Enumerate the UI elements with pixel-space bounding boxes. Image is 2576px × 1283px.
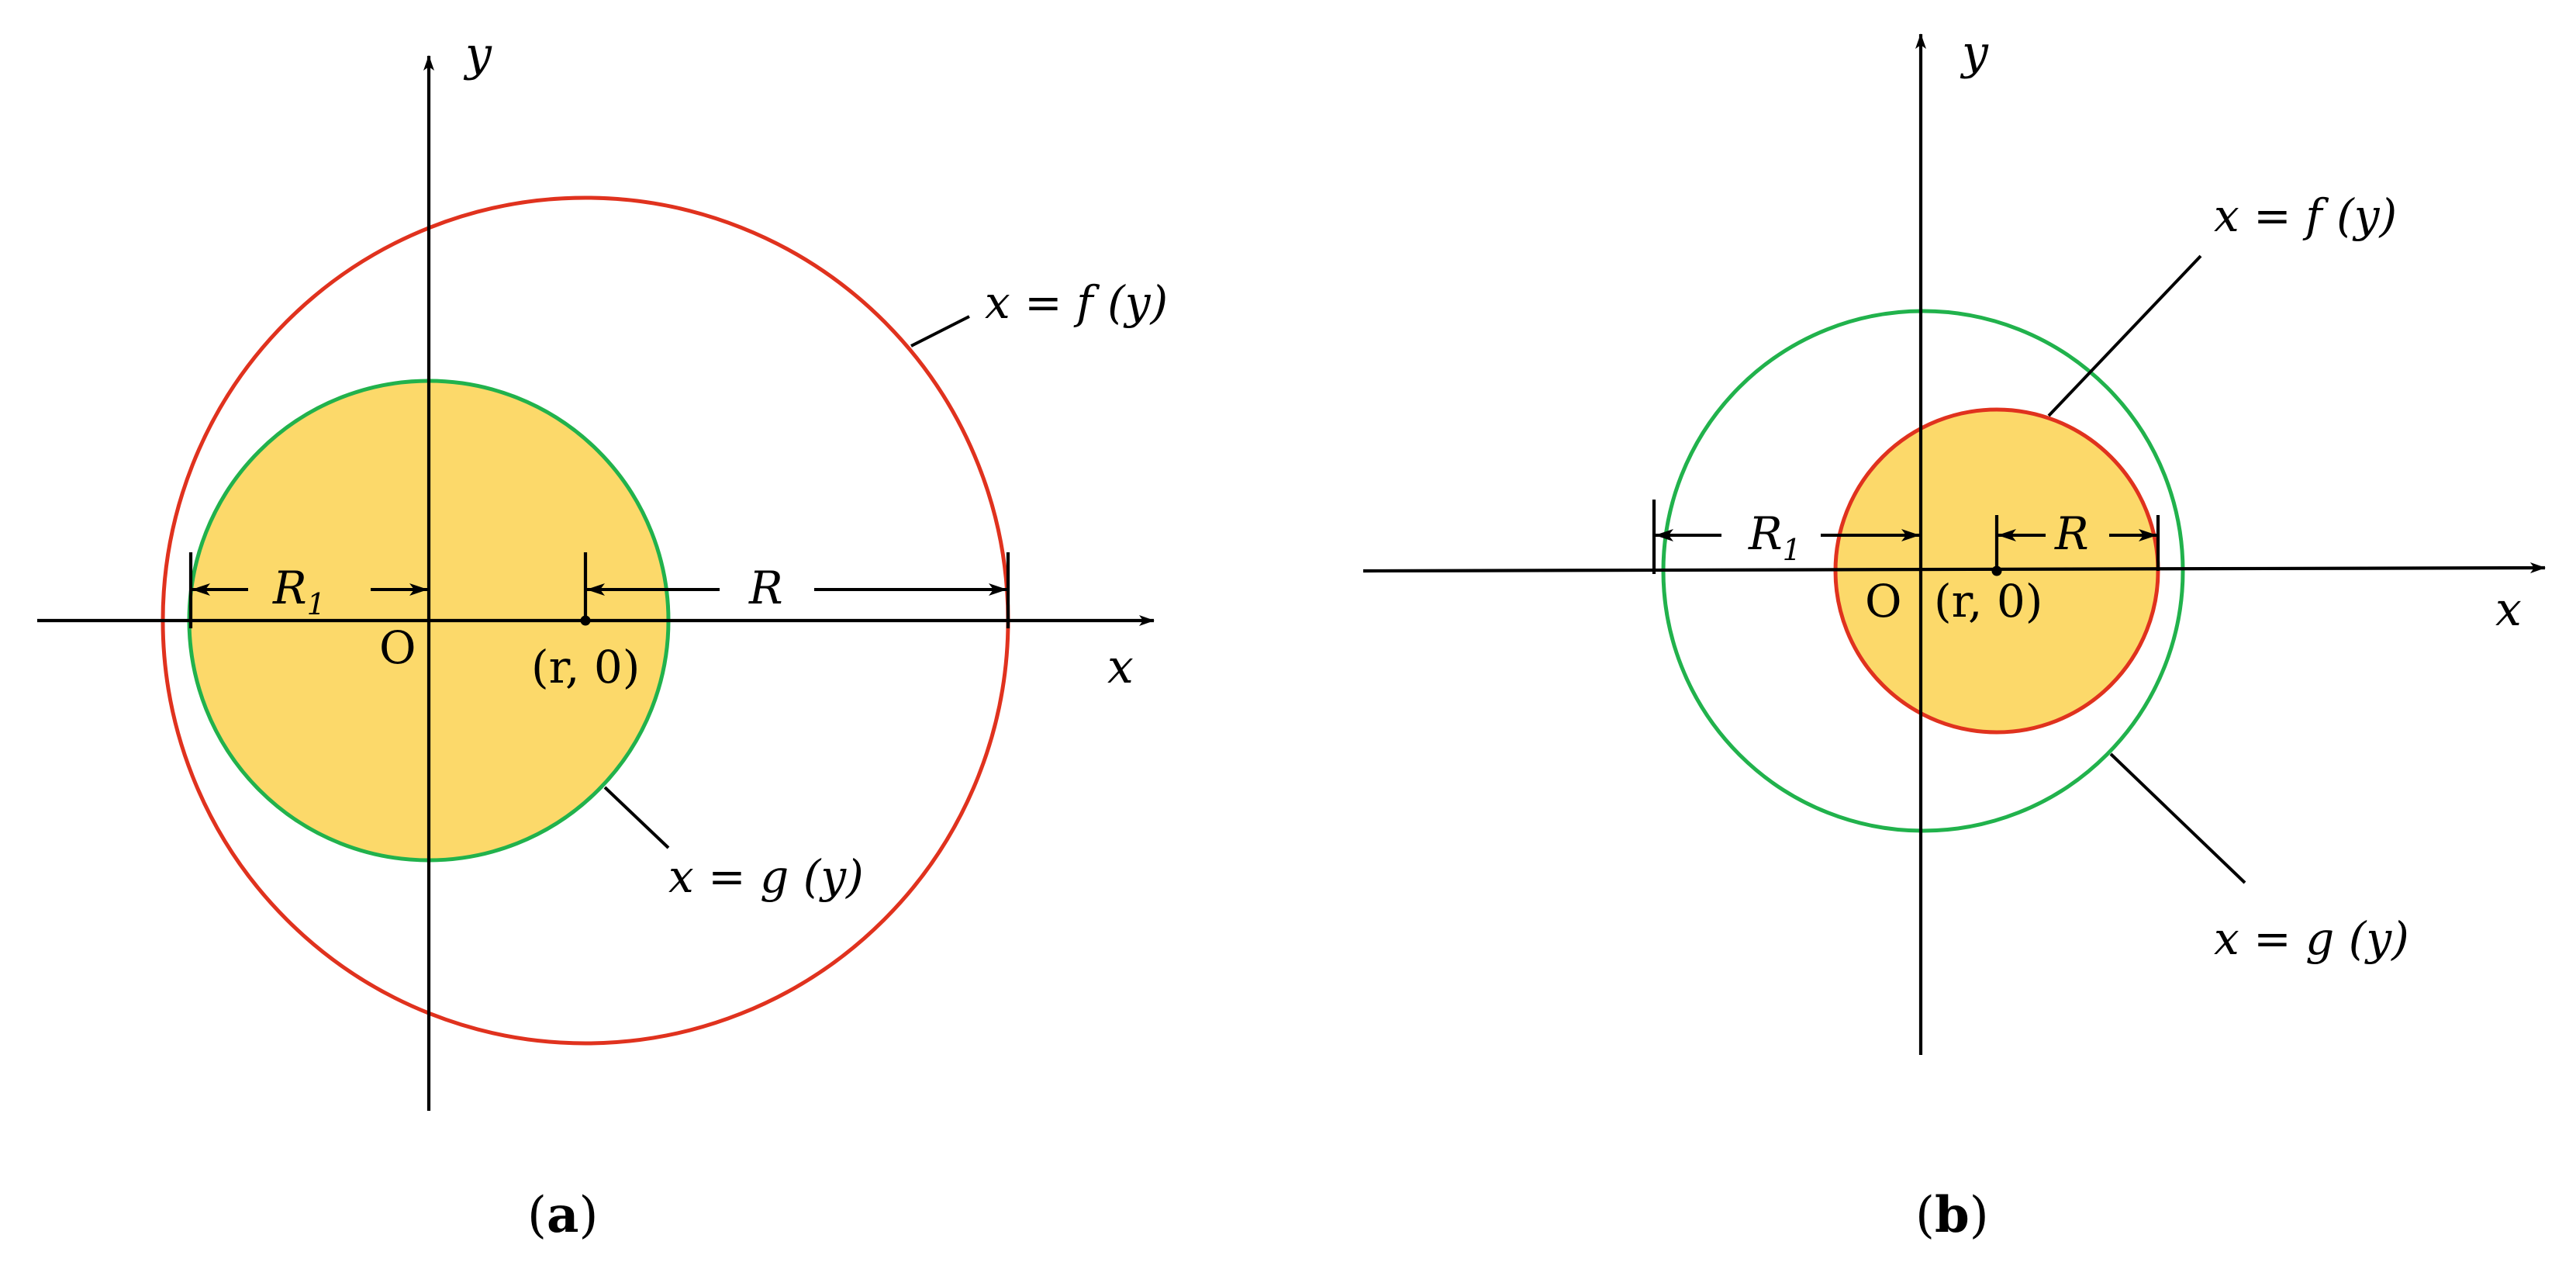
panel-a-dim-R-label: R	[748, 562, 783, 614]
panel-a-point-label: (r, 0)	[531, 641, 640, 693]
panel-b: y x O (r, 0) R1 R x = f (y) x = g (y) (b…	[1362, 26, 2546, 1244]
panel-a-caption: (a)	[527, 1186, 598, 1244]
panel-a: y x O (r, 0) R1 R x = f (y) x = g (y) (a…	[37, 27, 1168, 1244]
panel-b-caption: (b)	[1915, 1186, 1989, 1244]
panel-a-y-axis-label: y	[463, 27, 492, 81]
panel-a-center-point	[580, 615, 591, 626]
panel-a-dim-R1-label: R1	[272, 562, 326, 621]
panel-b-center-point	[1991, 565, 2002, 576]
panel-b-y-axis-label: y	[1960, 26, 1989, 80]
panel-a-leader-g	[603, 786, 670, 849]
panel-a-origin-label: O	[379, 621, 416, 674]
panel-a-curve-g-label: x = g (y)	[668, 850, 864, 903]
panel-b-origin-label: O	[1865, 575, 1902, 628]
panel-b-leader-f	[2047, 254, 2202, 417]
panel-b-leader-g	[2109, 752, 2246, 884]
panel-b-curve-f-label: x = f (y)	[2214, 189, 2397, 242]
panel-b-dim-R-label: R	[2054, 507, 2089, 560]
panel-a-leader-f	[910, 315, 970, 348]
panel-b-point-label: (r, 0)	[1934, 575, 2042, 628]
panel-b-x-axis-label: x	[2495, 583, 2522, 637]
panel-a-curve-f-label: x = f (y)	[985, 276, 1168, 329]
panel-b-dim-R1-label: R1	[1748, 507, 1801, 567]
panel-b-curve-g-label: x = g (y)	[2214, 912, 2409, 965]
panel-b-x-axis	[1362, 562, 2546, 574]
panel-a-x-axis-label: x	[1107, 640, 1134, 694]
